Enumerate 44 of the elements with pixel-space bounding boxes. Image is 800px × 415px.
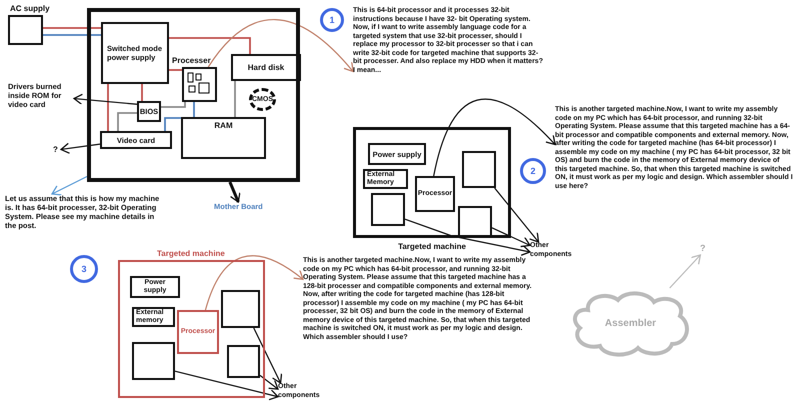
empty-box	[132, 342, 175, 380]
connector-line	[161, 102, 186, 108]
connector-line	[234, 81, 236, 117]
curved-arrow	[208, 19, 354, 72]
arrow	[404, 218, 531, 256]
arrow	[260, 374, 279, 390]
connector-line	[43, 27, 101, 29]
motherboard-outline	[87, 8, 300, 182]
arrow	[60, 142, 100, 154]
empty-box	[458, 206, 492, 237]
curved-arrow	[433, 98, 556, 176]
empty-box	[227, 345, 260, 378]
number-circle: 1	[320, 8, 344, 32]
empty-box	[371, 193, 405, 226]
arrow	[73, 94, 138, 105]
box-heading: Processer	[172, 56, 211, 65]
number-circle: 3	[70, 255, 98, 283]
arrow	[228, 181, 240, 203]
connector-line	[169, 69, 182, 71]
cloud-label: Assembler	[604, 318, 656, 328]
curved-arrow	[204, 255, 304, 310]
component-box: RAM	[181, 117, 266, 159]
box-heading: Targeted machine	[398, 242, 466, 251]
arrow	[253, 328, 282, 384]
note-text: ?	[700, 243, 708, 255]
connector-line	[164, 117, 181, 131]
box-heading: Targeted machine	[157, 249, 225, 258]
arrow	[174, 370, 279, 400]
number-circle: 2	[520, 158, 546, 184]
empty-box	[462, 151, 496, 188]
connector-line	[43, 34, 101, 36]
component-box: Hard disk	[231, 54, 301, 81]
arrow	[51, 176, 88, 196]
connector-line	[141, 84, 143, 101]
connector-line	[107, 84, 109, 131]
connector-line	[169, 37, 251, 54]
box-heading: AC supply	[10, 4, 50, 13]
empty-box	[221, 290, 260, 328]
arrow	[492, 227, 531, 248]
arrow	[494, 188, 540, 243]
connector-line	[117, 112, 137, 131]
connector-line	[193, 102, 195, 117]
arrow	[669, 254, 701, 288]
note-text: ?	[53, 145, 61, 156]
